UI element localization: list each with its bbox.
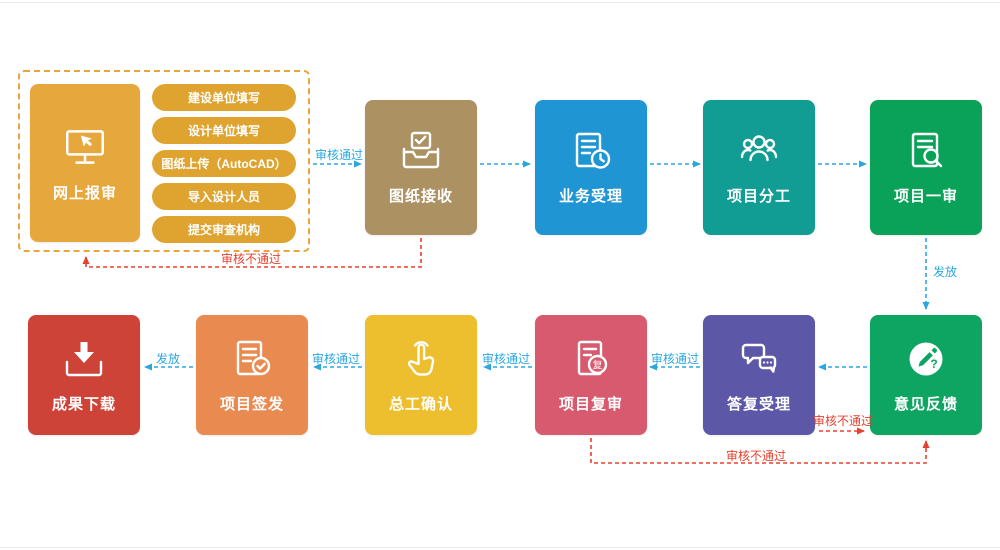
node-drawing-receive: 图纸接收 [365,100,477,235]
node-label: 网上报审 [52,184,117,202]
node-results-download: 成果下载 [28,315,140,435]
document-search-icon [911,132,943,168]
reply-character: 复 [593,358,603,371]
download-icon [65,341,103,376]
document-clock-icon [575,132,611,169]
node-label: 意见反馈 [893,395,958,413]
node-label: 总工确认 [388,395,453,413]
node-label: 项目一审 [893,188,958,205]
node-project-first-review: 项目一审 [870,100,982,235]
computer-icon [65,129,105,164]
node-label: 成果下载 [51,395,116,413]
step-label: 图纸上传（AutoCAD） [161,157,287,171]
question-character: ? [930,357,937,371]
edge-label-issue-right: 发放 [933,265,958,279]
group-step-drawing-upload: 图纸上传（AutoCAD） [152,150,296,177]
edge-label-pass-top: 审核通过 [314,148,363,162]
group-step-design-unit: 设计单位填写 [152,117,296,144]
step-label: 建设单位填写 [187,91,260,105]
step-label: 导入设计人员 [187,190,260,204]
node-reply-acceptance: 答复受理 [703,315,815,435]
node-label: 项目签发 [219,395,284,413]
node-feedback: ? 意见反馈 [870,315,982,435]
edge-label-pass-confirm: 审核通过 [311,352,360,366]
edge-label-fail-top: 审核不通过 [220,252,281,266]
step-label: 设计单位填写 [187,124,260,138]
node-project-re-review: 复 项目复审 [535,315,647,435]
edge-label-pass-re-review: 审核通过 [481,352,530,366]
node-label: 图纸接收 [388,188,453,205]
document-reply-icon: 复 [577,340,608,375]
node-project-issuance: 项目签发 [196,315,308,435]
group-step-import-designers: 导入设计人员 [152,183,296,210]
pencil-feedback-icon: ? [909,342,943,375]
node-label: 项目分工 [726,188,791,205]
edge-label-fail-mid: 审核不通过 [812,414,873,428]
group-step-construction-unit: 建设单位填写 [152,84,296,111]
node-project-division: 项目分工 [703,100,815,235]
edge-label-fail-bottom: 审核不通过 [725,449,786,463]
node-chief-engineer-confirm: 总工确认 [365,315,477,435]
node-label: 业务受理 [558,188,623,205]
document-sign-icon [236,340,271,375]
edge-label-issue-bottom: 发放 [155,352,180,366]
hand-click-icon [407,340,435,376]
edge-label-pass-reply: 审核通过 [650,352,699,366]
node-online-submission: 网上报审 [30,84,140,242]
bottom-divider [0,547,1000,548]
node-business-acceptance: 业务受理 [535,100,647,235]
chat-bubbles-icon [741,343,777,373]
team-icon [740,135,778,162]
group-step-submit-agency: 提交审查机构 [152,216,296,243]
top-divider [0,2,1000,3]
node-label: 项目复审 [558,395,623,413]
inbox-check-icon [402,131,440,169]
step-label: 提交审查机构 [187,223,260,237]
node-label: 答复受理 [726,395,791,413]
